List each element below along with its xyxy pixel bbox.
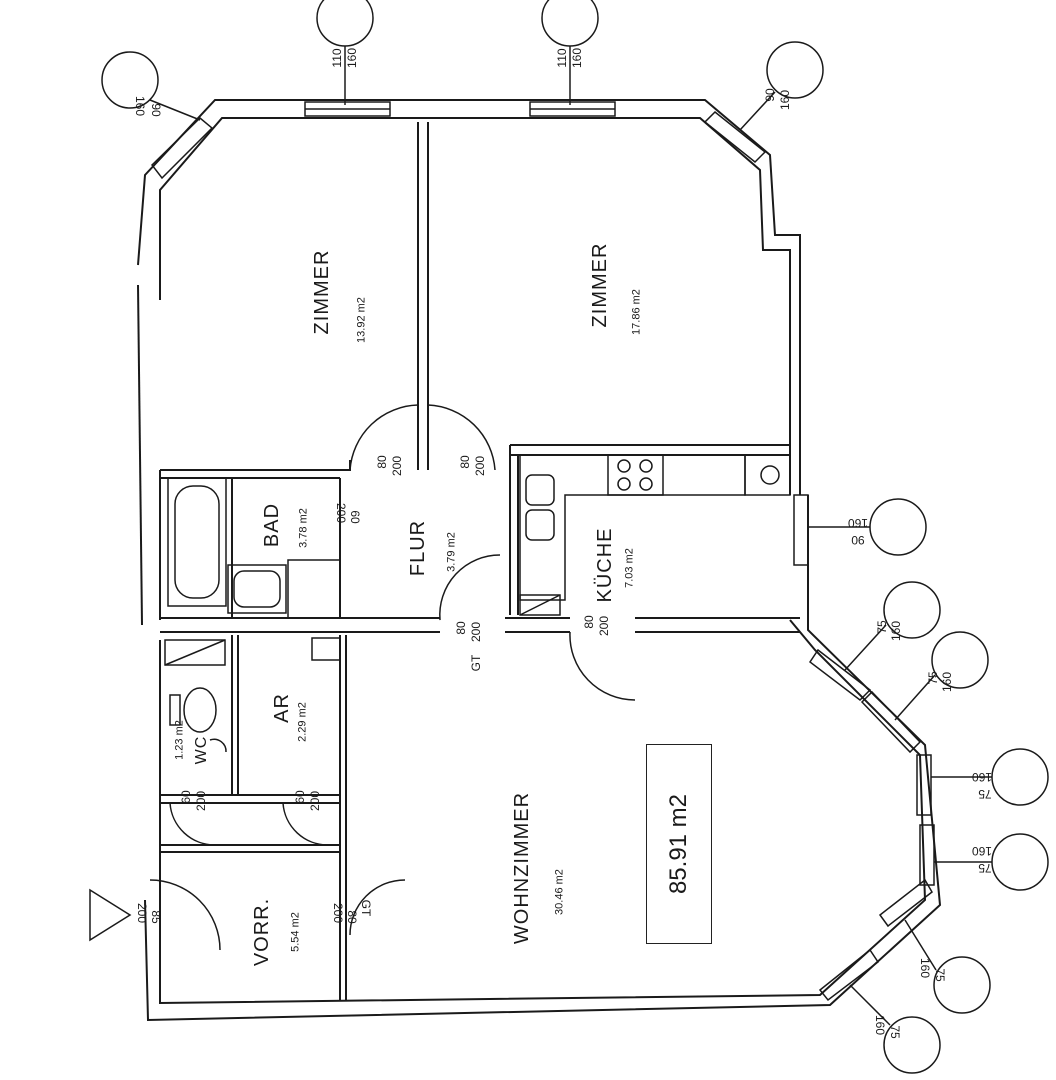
window-bay-3-height: 160	[971, 770, 993, 784]
room-name-wohnzimmer: WOHNZIMMER	[511, 791, 533, 945]
window-bay-6-height: 160	[873, 1014, 887, 1036]
window-bay-5-height: 160	[918, 957, 932, 979]
window-top-mid-left-height: 160	[345, 47, 359, 69]
door-wc-width: 60	[179, 790, 193, 804]
room-area-zimmer-right: 17.86 m2	[630, 289, 643, 335]
kitchen-fixtures	[519, 454, 791, 616]
entrance-marker	[89, 888, 132, 942]
window-bay-2-height: 160	[940, 671, 954, 693]
bath-fixtures	[167, 477, 341, 619]
door-entrance-width: 85	[149, 910, 163, 924]
door-flur-zimmer-left-width: 80	[375, 455, 389, 469]
window-top-mid-left-width: 110	[330, 48, 344, 68]
window-bay-6-width: 75	[888, 1025, 902, 1039]
door-ar-height: 200	[308, 790, 322, 812]
room-name-zimmer-left: ZIMMER	[311, 249, 333, 335]
room-name-wc: WC	[193, 735, 210, 765]
room-area-ar: 2.29 m2	[296, 702, 309, 742]
door-ar-width: 60	[293, 790, 307, 804]
room-area-wc: 1.23 m2	[173, 720, 186, 760]
window-bay-1-width: 75	[875, 620, 889, 634]
door-bad-height: 200	[334, 502, 348, 524]
room-name-flur: FLUR	[407, 519, 429, 577]
window-bay-5-width: 75	[933, 968, 947, 982]
door-flur-wohn-height: 200	[469, 621, 483, 643]
room-name-vorr: VORR.	[251, 897, 273, 967]
window-kueche-width: 90	[851, 533, 865, 547]
room-name-kueche: KÜCHE	[594, 527, 616, 603]
room-area-vorr: 5.54 m2	[289, 912, 302, 952]
interior-walls	[160, 122, 800, 1000]
room-area-kueche: 7.03 m2	[623, 548, 636, 588]
room-area-flur: 3.79 m2	[445, 532, 458, 572]
wc-fixtures	[164, 637, 341, 753]
door-kueche-width: 80	[582, 615, 596, 629]
room-area-zimmer-left: 13.92 m2	[355, 297, 368, 343]
window-callouts	[101, 0, 1049, 1074]
room-name-zimmer-right: ZIMMER	[589, 242, 611, 328]
window-bay-4-height: 160	[971, 844, 993, 858]
window-bay-2-width: 75	[926, 671, 940, 685]
room-area-wohnzimmer: 30.46 m2	[553, 869, 566, 915]
window-top-right-width: 90	[763, 88, 777, 102]
window-top-left-height: 160	[133, 95, 147, 117]
door-flur-zimmer-right-height: 200	[473, 455, 487, 477]
total-area: 85.91 m2	[665, 793, 692, 895]
window-top-mid-right-height: 160	[570, 47, 584, 69]
door-flur-wohn-tag: GT	[469, 654, 483, 672]
door-vorr-wohn-width: 80	[345, 910, 359, 924]
room-name-ar: AR	[271, 693, 293, 723]
window-top-left-width: 90	[149, 103, 163, 117]
door-flur-zimmer-right-width: 80	[458, 455, 472, 469]
door-flur-wohn-width: 80	[454, 621, 468, 635]
outer-walls	[137, 99, 942, 1022]
door-vorr-wohn-tag: GT	[359, 899, 373, 917]
room-name-bad: BAD	[261, 502, 283, 548]
window-bay-4-width: 75	[978, 861, 992, 875]
door-wc-height: 200	[194, 790, 208, 812]
door-swings	[149, 404, 636, 951]
window-top-mid-right-width: 110	[555, 48, 569, 68]
door-entrance-height: 200	[135, 902, 149, 924]
door-flur-zimmer-left-height: 200	[390, 455, 404, 477]
windows	[150, 101, 935, 1002]
total-area-box	[646, 744, 712, 944]
room-area-bad: 3.78 m2	[297, 508, 310, 548]
door-vorr-wohn-height: 200	[331, 902, 345, 924]
door-bad-width: 60	[348, 510, 362, 524]
window-bay-1-height: 160	[889, 620, 903, 642]
window-kueche-height: 160	[847, 516, 869, 530]
window-top-right-height: 160	[778, 89, 792, 111]
window-bay-3-width: 75	[978, 787, 992, 801]
door-kueche-height: 200	[597, 615, 611, 637]
